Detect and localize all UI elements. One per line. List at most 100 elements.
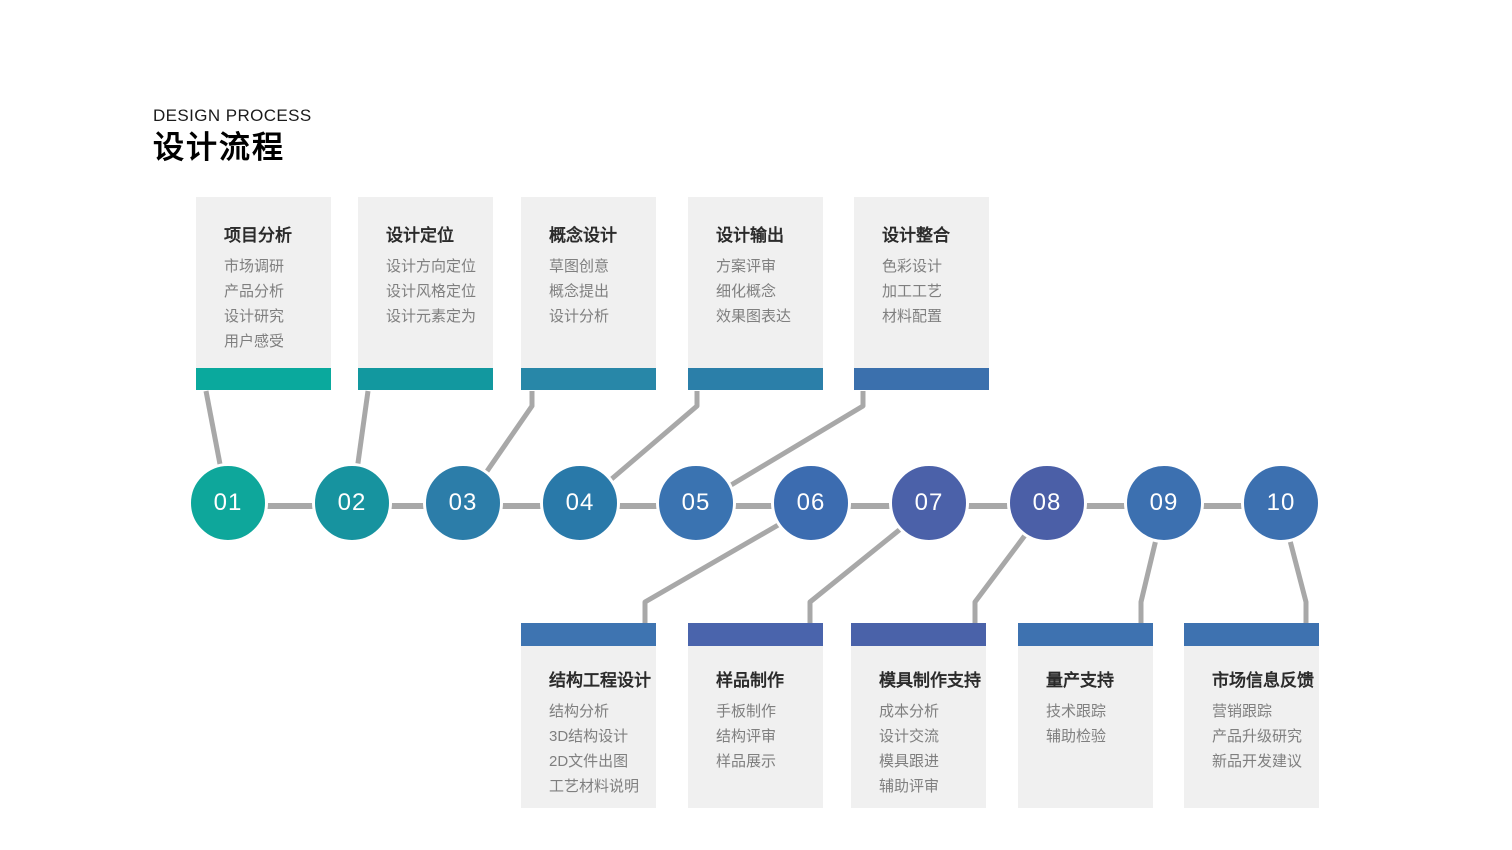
step-circle-08: 08 [1007, 463, 1087, 543]
stage-card-title: 样品制作 [716, 671, 784, 690]
slide-title: 设计流程 [153, 130, 285, 165]
step-number: 01 [213, 489, 243, 516]
stage-card-item: 草图创意 [549, 258, 610, 275]
step-circle-09: 09 [1124, 463, 1204, 543]
stage-card-item: 新品开发建议 [1212, 753, 1303, 770]
connector-line-06 [642, 503, 813, 625]
stage-card-color-bar [854, 368, 989, 390]
stage-card-item: 手板制作 [716, 703, 777, 720]
stage-card-09: 量产支持 技术跟踪 辅助检验 [1018, 623, 1153, 808]
stage-card-item: 营销跟踪 [1212, 703, 1273, 720]
stage-card-body: 项目分析 市场调研 产品分析 设计研究 用户感受 [196, 197, 331, 368]
stage-card-item: 辅助检验 [1046, 728, 1107, 745]
step-number: 10 [1266, 489, 1296, 516]
stage-card-05: 设计整合 色彩设计 加工工艺 材料配置 [854, 197, 989, 390]
stage-card-color-bar [1018, 623, 1153, 646]
stage-card-body: 设计输出 方案评审 细化概念 效果图表达 [688, 197, 823, 368]
stage-card-color-bar [196, 368, 331, 390]
step-number: 07 [914, 489, 944, 516]
stage-card-item: 用户感受 [224, 333, 285, 350]
step-number: 05 [681, 489, 711, 516]
connector-line-04 [578, 391, 700, 508]
stage-card-07: 样品制作 手板制作 结构评审 样品展示 [688, 623, 823, 808]
stage-card-item: 设计研究 [224, 308, 285, 325]
stage-card-item: 设计方向定位 [386, 258, 477, 275]
stage-card-body: 设计定位 设计方向定位 设计风格定位 设计元素定为 [358, 197, 493, 368]
stage-card-item: 技术跟踪 [1046, 703, 1107, 720]
stage-card-08: 模具制作支持 成本分析 设计交流 模具跟进 辅助评审 [851, 623, 986, 808]
stage-card-title: 项目分析 [224, 226, 292, 245]
stage-card-title: 设计输出 [716, 226, 784, 245]
stage-card-title: 市场信息反馈 [1212, 671, 1314, 690]
step-number: 04 [565, 489, 595, 516]
stage-card-body: 结构工程设计 结构分析 3D结构设计 2D文件出图 工艺材料说明 [521, 646, 656, 808]
stage-card-title: 模具制作支持 [879, 671, 981, 690]
stage-card-color-bar [521, 623, 656, 646]
stage-card-item: 细化概念 [716, 283, 777, 300]
step-circle-10: 10 [1241, 463, 1321, 543]
step-number: 03 [448, 489, 478, 516]
connector-line-08 [972, 504, 1049, 625]
stage-card-item: 方案评审 [716, 258, 777, 275]
step-circle-07: 07 [889, 463, 969, 543]
stage-card-item: 产品分析 [224, 283, 285, 300]
stage-card-02: 设计定位 设计方向定位 设计风格定位 设计元素定为 [358, 197, 493, 390]
stage-card-item: 2D文件出图 [549, 753, 629, 770]
slide-header: DESIGN PROCESS 设计流程 [153, 106, 312, 167]
stage-card-item: 成本分析 [879, 703, 940, 720]
stage-card-03: 概念设计 草图创意 概念提出 设计分析 [521, 197, 656, 390]
stage-card-color-bar [358, 368, 493, 390]
stage-card-body: 样品制作 手板制作 结构评审 样品展示 [688, 646, 823, 808]
stage-card-title: 设计整合 [882, 226, 950, 245]
stage-card-item: 产品升级研究 [1212, 728, 1303, 745]
stage-card-color-bar [851, 623, 986, 646]
stage-card-04: 设计输出 方案评审 细化概念 效果图表达 [688, 197, 823, 390]
stage-card-item: 材料配置 [882, 308, 943, 325]
stage-card-item: 模具跟进 [879, 753, 940, 770]
stage-card-item: 效果图表达 [716, 308, 792, 325]
stage-card-06: 结构工程设计 结构分析 3D结构设计 2D文件出图 工艺材料说明 [521, 623, 656, 808]
slide-subtitle: DESIGN PROCESS [153, 106, 312, 125]
stage-card-title: 概念设计 [549, 226, 617, 245]
stage-card-body: 模具制作支持 成本分析 设计交流 模具跟进 辅助评审 [851, 646, 986, 808]
stage-card-10: 市场信息反馈 营销跟踪 产品升级研究 新品开发建议 [1184, 623, 1319, 808]
step-number: 09 [1149, 489, 1179, 516]
stage-card-title: 结构工程设计 [549, 671, 651, 690]
step-number: 08 [1032, 489, 1062, 516]
stage-card-title: 设计定位 [386, 226, 454, 245]
step-number: 06 [796, 489, 826, 516]
stage-card-item: 结构评审 [716, 728, 777, 745]
step-circle-01: 01 [188, 463, 268, 543]
stage-card-item: 加工工艺 [882, 283, 943, 300]
step-circle-03: 03 [423, 463, 503, 543]
connector-line-07 [807, 504, 931, 625]
stage-card-body: 市场信息反馈 营销跟踪 产品升级研究 新品开发建议 [1184, 646, 1319, 808]
stage-card-item: 市场调研 [224, 258, 285, 275]
connector-line-05 [694, 391, 866, 509]
stage-card-item: 设计风格定位 [386, 283, 477, 300]
stage-card-item: 3D结构设计 [549, 728, 629, 745]
stage-card-color-bar [521, 368, 656, 390]
stage-card-title: 量产支持 [1046, 671, 1114, 690]
step-circle-05: 05 [656, 463, 736, 543]
stage-card-item: 设计元素定为 [386, 308, 477, 325]
stage-card-item: 工艺材料说明 [549, 778, 640, 795]
stage-card-color-bar [688, 623, 823, 646]
stage-card-item: 色彩设计 [882, 258, 943, 275]
stage-card-body: 量产支持 技术跟踪 辅助检验 [1018, 646, 1153, 808]
stage-card-color-bar [1184, 623, 1319, 646]
stage-card-body: 概念设计 草图创意 概念提出 设计分析 [521, 197, 656, 368]
stage-card-01: 项目分析 市场调研 产品分析 设计研究 用户感受 [196, 197, 331, 390]
stage-card-item: 结构分析 [549, 703, 610, 720]
stage-card-item: 设计分析 [549, 308, 610, 325]
step-circle-02: 02 [312, 463, 392, 543]
step-circle-04: 04 [540, 463, 620, 543]
stage-card-item: 概念提出 [549, 283, 610, 300]
stage-card-item: 辅助评审 [879, 778, 940, 795]
step-number: 02 [337, 489, 367, 516]
stage-card-item: 样品展示 [716, 753, 777, 770]
stage-card-body: 设计整合 色彩设计 加工工艺 材料配置 [854, 197, 989, 368]
step-circle-06: 06 [771, 463, 851, 543]
stage-card-color-bar [688, 368, 823, 390]
